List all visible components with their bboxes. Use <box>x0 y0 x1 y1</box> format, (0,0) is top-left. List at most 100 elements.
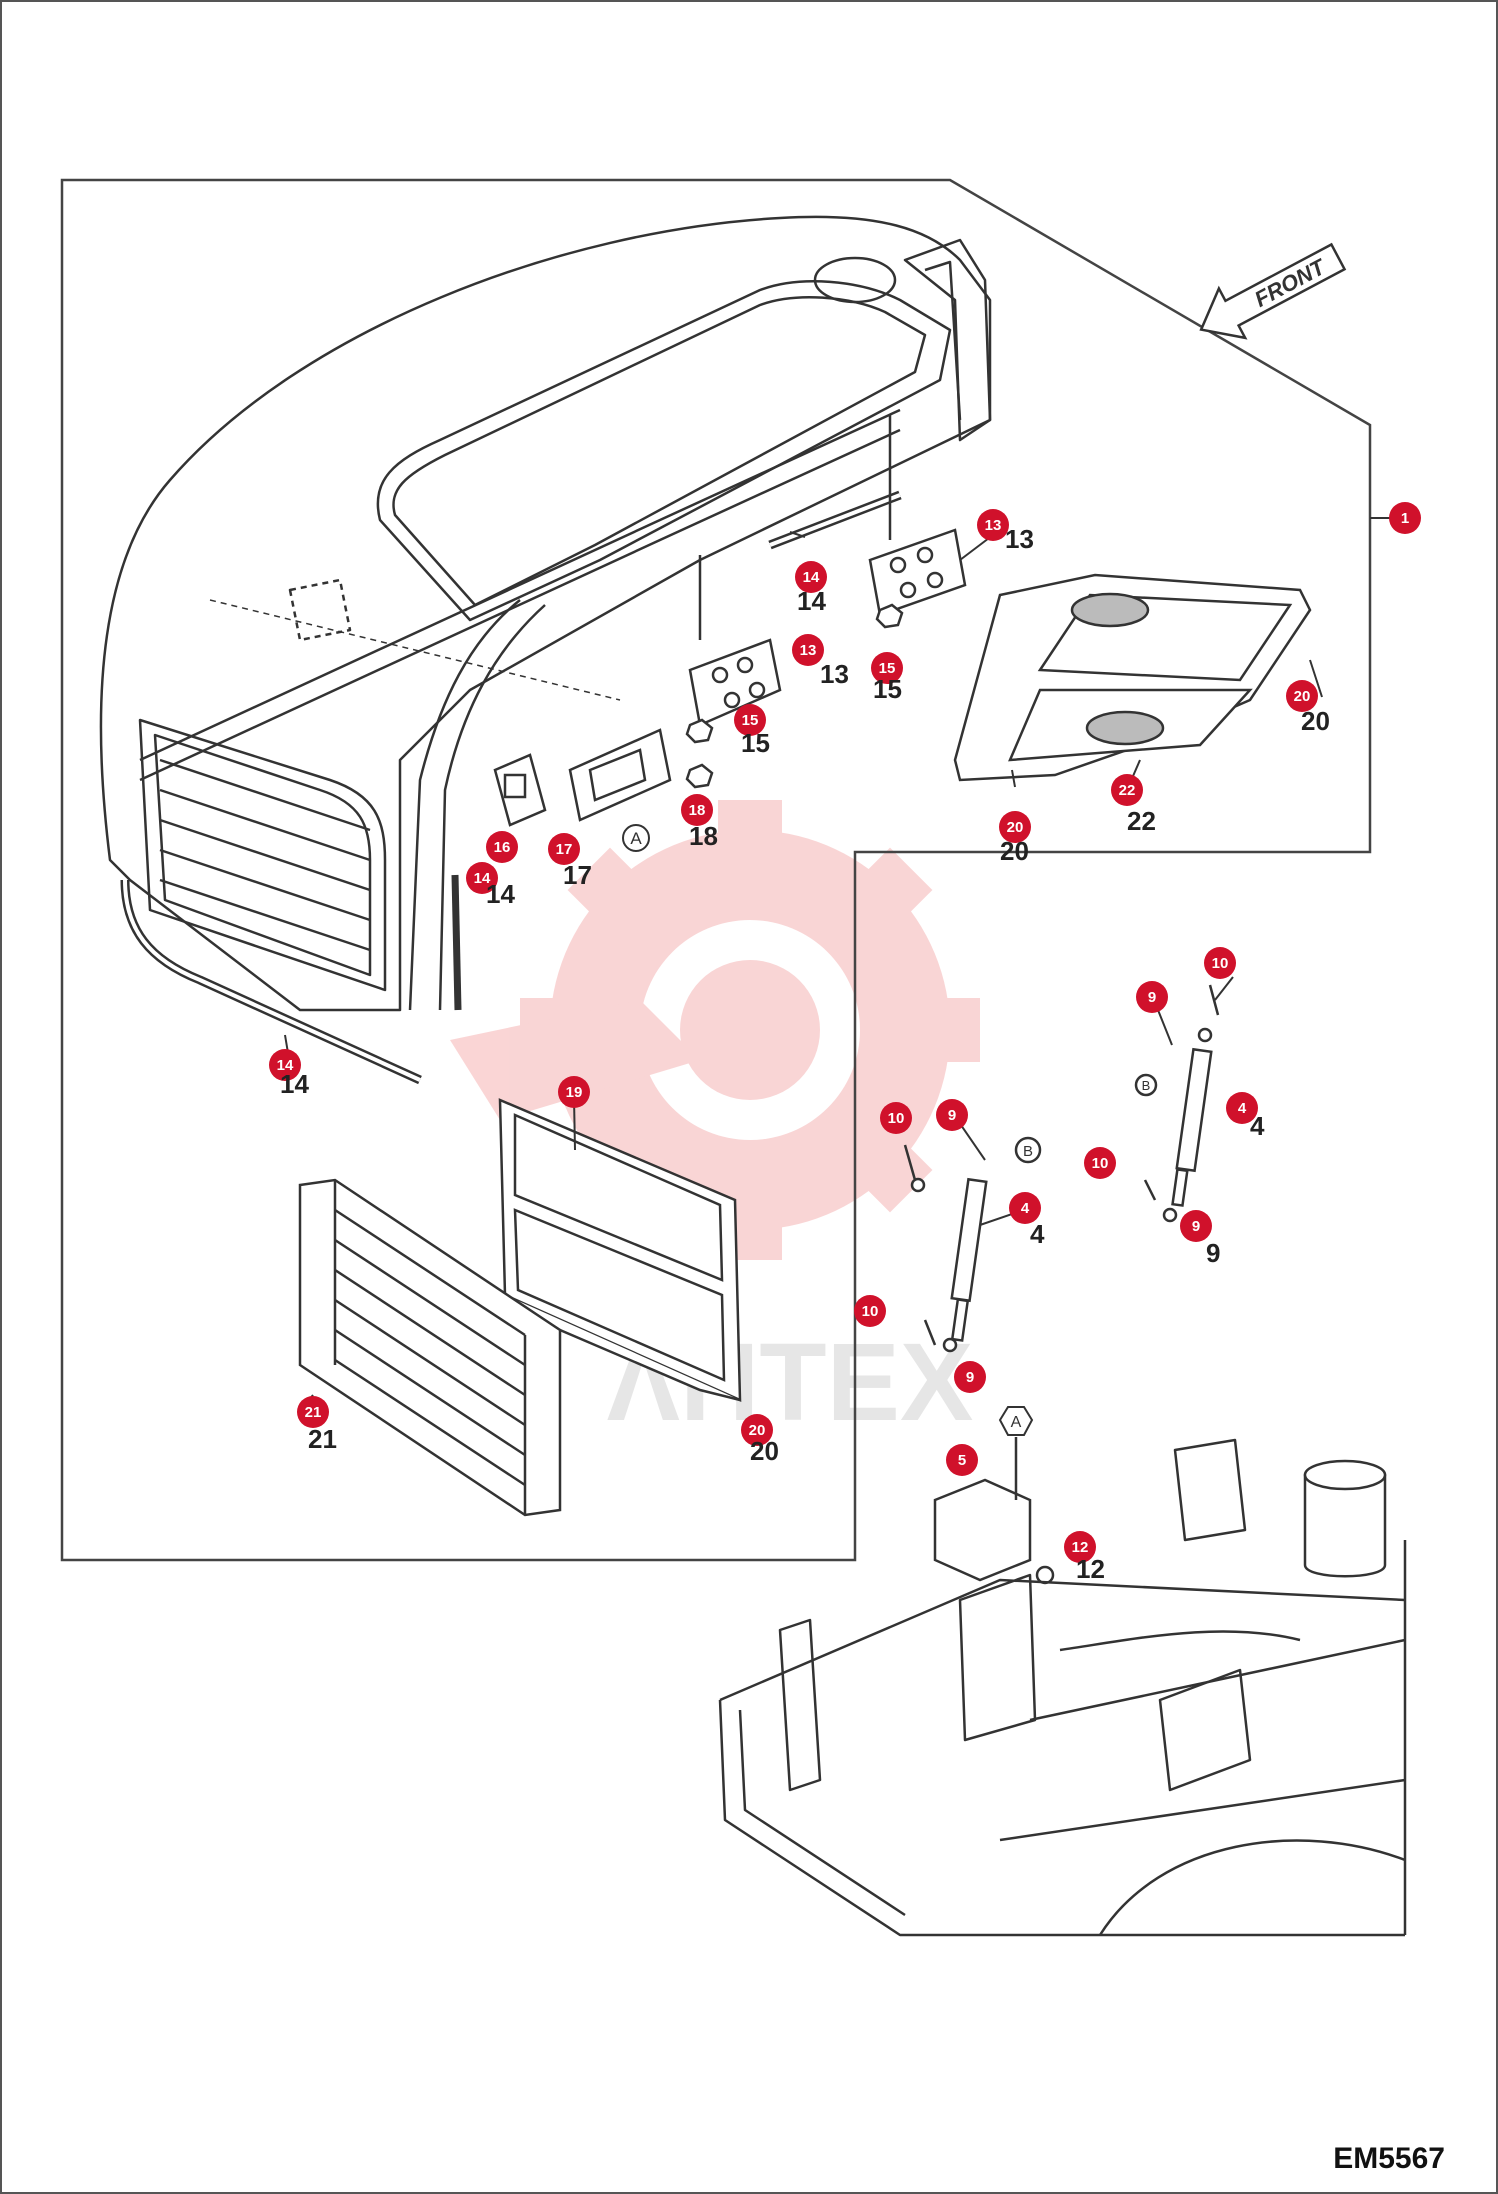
front-arrow: FRONT <box>1199 242 1347 340</box>
svg-text:15: 15 <box>741 728 770 758</box>
machine-frame <box>718 1438 1407 1937</box>
svg-text:13: 13 <box>985 517 1002 534</box>
svg-text:15: 15 <box>742 712 759 729</box>
callout-1[interactable]: 1 <box>1389 502 1421 534</box>
svg-text:5: 5 <box>958 1452 966 1469</box>
svg-text:14: 14 <box>486 879 515 909</box>
callout-18[interactable]: 18 18 <box>681 794 718 851</box>
callout-10d[interactable]: 10 <box>854 1295 886 1327</box>
svg-text:A: A <box>630 829 642 848</box>
svg-text:13: 13 <box>820 659 849 689</box>
svg-text:13: 13 <box>1005 524 1034 554</box>
callout-16[interactable]: 16 <box>486 831 518 863</box>
callout-10a[interactable]: 10 <box>1204 947 1236 979</box>
svg-text:19: 19 <box>566 1084 583 1101</box>
watermark-logo <box>450 800 980 1260</box>
svg-text:21: 21 <box>308 1424 337 1454</box>
svg-text:22: 22 <box>1127 806 1156 836</box>
svg-text:18: 18 <box>689 821 718 851</box>
filter-frame-19 <box>498 1098 742 1402</box>
svg-text:12: 12 <box>1076 1554 1105 1584</box>
svg-text:A: A <box>1011 1414 1022 1431</box>
gas-strut-4b <box>1171 1047 1213 1207</box>
svg-text:9: 9 <box>966 1369 974 1386</box>
callout-14b[interactable]: 14 14 <box>466 862 515 909</box>
callout-19[interactable]: 19 <box>558 1076 590 1108</box>
lock-plate-17 <box>568 728 672 822</box>
svg-text:B: B <box>1142 1078 1151 1093</box>
callout-4b[interactable]: 4 4 <box>1009 1192 1045 1249</box>
figure-code: EM5567 <box>1333 2142 1445 2175</box>
callout-10b[interactable]: 10 <box>880 1102 912 1134</box>
callout-9d[interactable]: 9 <box>954 1361 986 1393</box>
nut-18 <box>685 763 714 789</box>
assembly-boundary-1 <box>60 178 1372 1562</box>
callout-22[interactable]: 22 22 <box>1111 774 1156 836</box>
svg-text:10: 10 <box>1092 1155 1109 1172</box>
hinge-bracket-13a <box>688 555 782 727</box>
svg-text:14: 14 <box>797 586 826 616</box>
mount-bracket-5 <box>933 1437 1055 1585</box>
reference-mark-a: A A <box>622 824 1034 1436</box>
svg-text:18: 18 <box>689 802 706 819</box>
svg-text:15: 15 <box>879 660 896 677</box>
svg-text:20: 20 <box>1294 688 1311 705</box>
callout-10c[interactable]: 10 <box>1084 1147 1116 1179</box>
svg-text:22: 22 <box>1119 782 1136 799</box>
callout-15b[interactable]: 15 15 <box>871 652 903 704</box>
svg-text:1: 1 <box>1401 510 1409 527</box>
svg-text:14: 14 <box>474 870 491 887</box>
callout-9b[interactable]: 9 <box>936 1099 968 1131</box>
hinge-bracket-13b <box>868 415 967 617</box>
callout-15a[interactable]: 15 15 <box>734 704 770 758</box>
svg-text:20: 20 <box>1007 819 1024 836</box>
callout-5[interactable]: 5 <box>946 1444 978 1476</box>
svg-text:20: 20 <box>749 1422 766 1439</box>
access-cover-22 <box>953 573 1312 782</box>
svg-text:10: 10 <box>888 1110 905 1127</box>
svg-text:20: 20 <box>750 1436 779 1466</box>
svg-text:9: 9 <box>948 1107 956 1124</box>
callout-21[interactable]: 21 21 <box>297 1396 337 1454</box>
callout-14c[interactable]: 14 14 <box>269 1049 309 1099</box>
svg-text:9: 9 <box>1148 989 1156 1006</box>
latch-16 <box>493 753 547 827</box>
svg-text:20: 20 <box>1000 836 1029 866</box>
svg-text:14: 14 <box>277 1057 294 1074</box>
svg-text:15: 15 <box>873 674 902 704</box>
svg-text:17: 17 <box>563 860 592 890</box>
callout-20a[interactable]: 20 20 <box>1286 680 1330 736</box>
svg-text:4: 4 <box>1238 1100 1247 1117</box>
svg-text:10: 10 <box>1212 955 1229 972</box>
svg-text:14: 14 <box>280 1069 309 1099</box>
svg-text:16: 16 <box>494 839 511 856</box>
svg-text:21: 21 <box>305 1404 322 1421</box>
svg-text:10: 10 <box>862 1303 879 1320</box>
svg-text:4: 4 <box>1250 1111 1265 1141</box>
callout-12[interactable]: 12 12 <box>1064 1531 1105 1584</box>
svg-text:B: B <box>1023 1143 1033 1160</box>
canopy-cover <box>99 215 992 1085</box>
callout-20c[interactable]: 20 20 <box>741 1414 779 1466</box>
callout-4a[interactable]: 4 4 <box>1226 1092 1265 1141</box>
svg-text:12: 12 <box>1072 1539 1089 1556</box>
svg-text:17: 17 <box>556 841 573 858</box>
callout-9c[interactable]: 9 9 <box>1180 1210 1220 1268</box>
callout-17[interactable]: 17 17 <box>548 833 592 890</box>
callout-20b[interactable]: 20 20 <box>999 811 1031 866</box>
callout-9a[interactable]: 9 <box>1136 981 1168 1013</box>
svg-text:14: 14 <box>803 569 820 586</box>
nut-15a <box>685 718 714 744</box>
gas-strut-4a <box>950 1177 988 1342</box>
callout-13b[interactable]: 13 13 <box>977 509 1034 554</box>
strut-pins: B B <box>903 984 1220 1353</box>
condenser-21 <box>298 1178 562 1517</box>
nut-15b <box>875 603 904 629</box>
svg-text:4: 4 <box>1021 1200 1030 1217</box>
svg-text:4: 4 <box>1030 1219 1045 1249</box>
callout-13a[interactable]: 13 13 <box>792 634 849 689</box>
svg-text:20: 20 <box>1301 706 1330 736</box>
callout-14a[interactable]: 14 14 <box>795 561 827 616</box>
